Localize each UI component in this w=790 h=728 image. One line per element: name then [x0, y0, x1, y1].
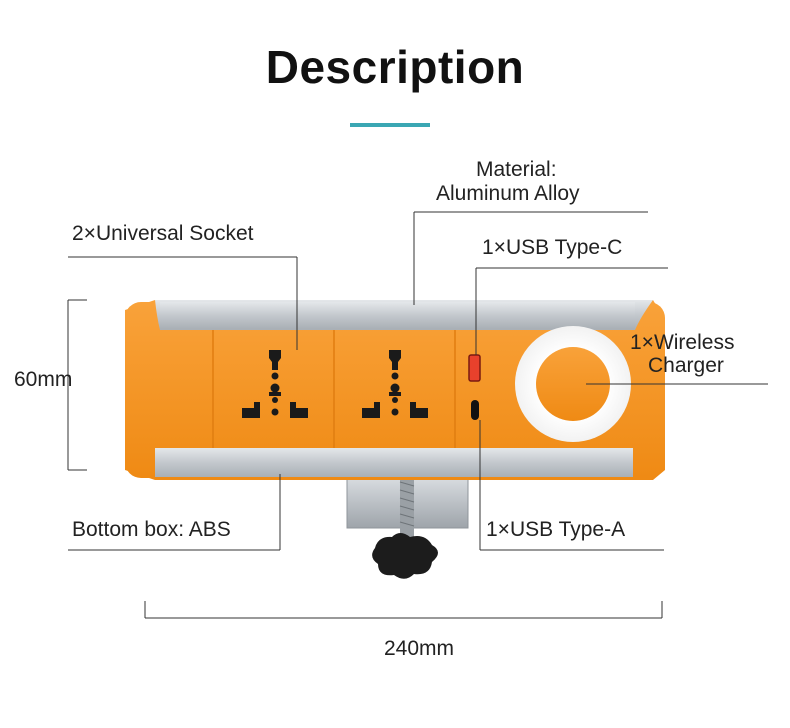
material-label-line1: Material:: [476, 158, 557, 181]
wireless-charger-pad: [515, 326, 631, 442]
wireless-label-line2: Charger: [648, 354, 724, 377]
usb-type-a-port: [471, 400, 479, 420]
wireless-label-line1: 1×Wireless: [630, 331, 735, 354]
clamp: [346, 470, 469, 579]
material-label-line2: Aluminum Alloy: [436, 182, 580, 205]
width-dimension-label: 240mm: [384, 637, 455, 660]
page-title: Description: [265, 41, 525, 93]
bottom-box-label: Bottom box: ABS: [72, 518, 231, 541]
usb-type-a-label: 1×USB Type-A: [486, 518, 626, 541]
universal-socket-1: [242, 350, 308, 418]
annotation-lines: [67, 211, 768, 619]
universal-socket-2: [362, 350, 428, 418]
height-dimension-label: 60mm: [14, 368, 73, 391]
usb-type-c-label: 1×USB Type-C: [482, 236, 623, 259]
usb-type-c-port: [468, 354, 481, 382]
universal-socket-label: 2×Universal Socket: [72, 222, 254, 245]
title-underline: [350, 123, 430, 127]
